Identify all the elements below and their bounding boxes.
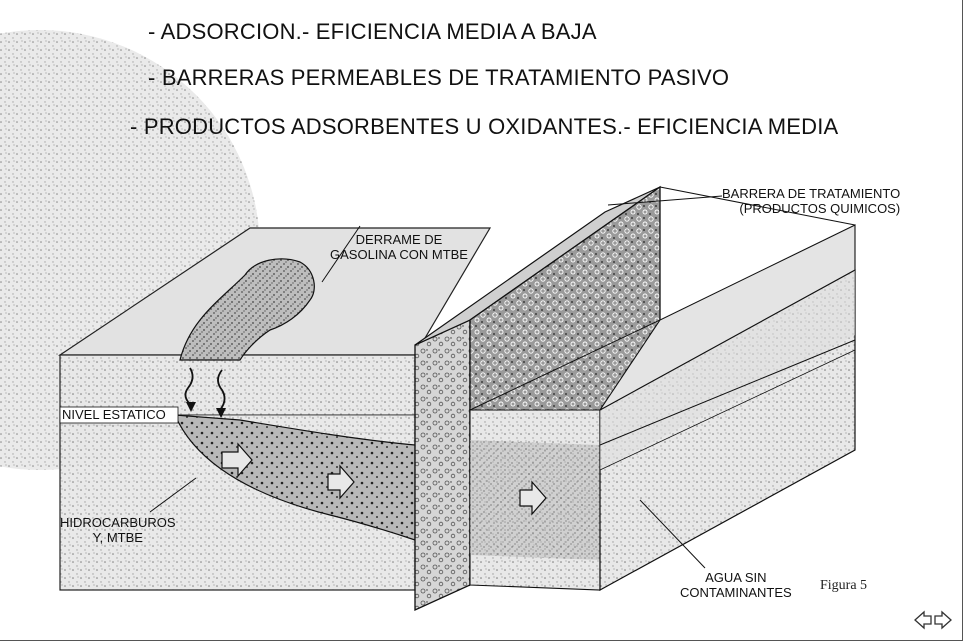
clean-water-label-line1: AGUA SIN [705,570,767,585]
hydrocarbons-label-line2: Y, MTBE [92,530,143,545]
barrier-label: BARRERA DE TRATAMIENTO (PRODUCTOS QUIMIC… [722,186,900,216]
barrier-label-line2: (PRODUCTOS QUIMICOS) [739,201,901,216]
clean-water-label-line2: CONTAMINANTES [680,585,792,600]
headline-permeable-barriers: - BARRERAS PERMEABLES DE TRATAMIENTO PAS… [148,65,730,90]
unsaturated-zone-front [59,354,416,416]
spill-label-line1: DERRAME DE [355,232,443,247]
headline-adsorbent-products: - PRODUCTOS ADSORBENTES U OXIDANTES.- EF… [130,114,839,139]
hydrocarbons-label-line1: HIDROCARBUROS [60,515,176,530]
hydrocarbons-label: HIDROCARBUROS Y, MTBE [60,515,176,545]
spill-label: DERRAME DE GASOLINA CON MTBE [330,232,468,262]
figure-caption: Figura 5 [820,578,868,593]
clean-water-label: AGUA SIN CONTAMINANTES [680,570,792,600]
barrier-front-slab [414,318,471,612]
gasoline-spill [179,258,315,361]
static-level-label: NIVEL ESTATICO [62,407,166,422]
prev-next-arrows-icon[interactable] [914,609,952,631]
contaminant-plume [174,414,416,541]
barrier-label-line1: BARRERA DE TRATAMIENTO [722,186,901,201]
headline-adsorption: - ADSORCION.- EFICIENCIA MEDIA A BAJA [148,19,597,44]
spill-label-line2: GASOLINA CON MTBE [330,247,468,262]
